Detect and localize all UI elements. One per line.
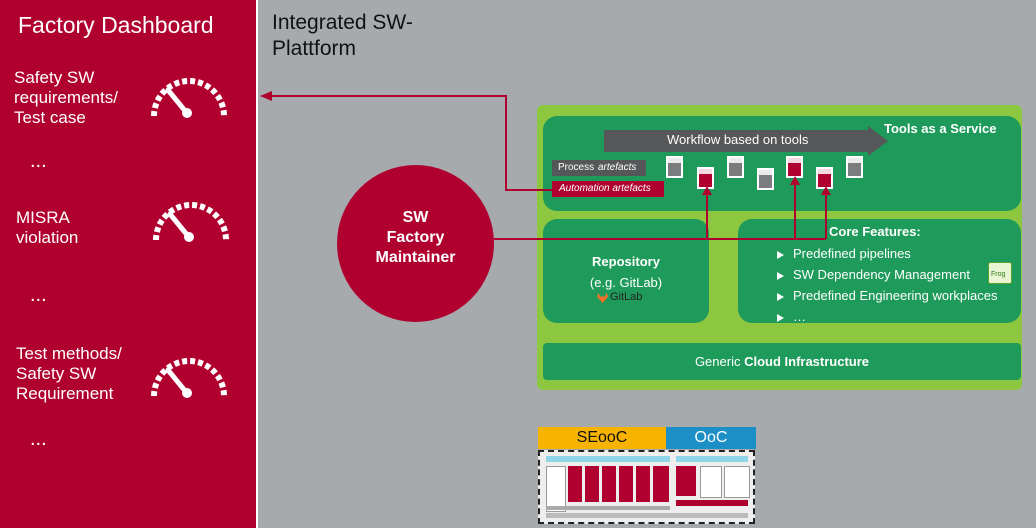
jfrog-logo-text: Frog: [991, 271, 1006, 278]
core-features-colon: :: [916, 224, 921, 239]
thumb-bar: [546, 513, 748, 518]
core-feature-item: Predefined Engineering workplaces: [777, 288, 998, 303]
architecture-thumbnail: [538, 450, 755, 524]
core-feature-label: SW Dependency Management: [793, 267, 971, 282]
jfrog-logo-icon: Frog: [988, 262, 1012, 284]
tools-as-a-service-label: Tools as a Service: [884, 121, 997, 136]
thumb-block: [653, 466, 669, 502]
bullet-triangle-icon: [777, 250, 784, 259]
speedometer-icon: [151, 358, 227, 398]
process-artefacts-prefix: Process: [558, 162, 595, 173]
cloud-infrastructure-box: [543, 343, 1021, 380]
bullet-triangle-icon: [777, 292, 784, 301]
process-artefacts-tag: Process artefacts: [552, 160, 646, 176]
core-feature-item: SW Dependency Management: [777, 267, 970, 282]
seooc-header: SEooC: [538, 427, 666, 449]
platform-title: Integrated SW- Plattform: [272, 11, 413, 60]
thumb-bar: [546, 456, 670, 462]
repository-box: [543, 219, 709, 323]
thumb-block: [724, 466, 750, 498]
thumb-block: [546, 466, 566, 512]
workflow-arrow: [604, 126, 888, 156]
arrowhead-icon: [821, 186, 831, 195]
sw-factory-maintainer-label: SW Factory Maintainer: [375, 209, 456, 266]
thumb-block: [602, 466, 616, 502]
factory-dashboard-panel: [0, 0, 256, 528]
core-features-title: Core Features:: [829, 224, 921, 239]
thumb-block: [700, 466, 722, 498]
process-document-icon: [846, 156, 863, 178]
arrowhead-icon: [702, 186, 712, 195]
ellipsis-1: ...: [30, 150, 47, 172]
bullet-triangle-icon: [777, 271, 784, 280]
arrowhead-icon: [790, 176, 800, 185]
thumb-bar: [676, 500, 748, 506]
speedometer-icon: [153, 202, 229, 242]
core-feature-item: …: [777, 309, 806, 324]
repository-subtitle: (e.g. GitLab): [589, 275, 663, 290]
metric-label-misra: MISRA violation: [16, 208, 79, 247]
arrowhead-icon: [260, 91, 272, 101]
sw-factory-maintainer-circle: [337, 165, 494, 322]
thumb-bar: [676, 456, 748, 462]
repository-title: Repository: [592, 254, 660, 269]
connector-lines: [260, 91, 831, 240]
thumb-block: [585, 466, 599, 502]
metric-label-safety-sw: Safety SW requirements/ Test case: [14, 68, 118, 127]
panel-divider: [256, 0, 258, 528]
process-document-icon: [727, 156, 744, 178]
core-feature-item: Predefined pipelines: [777, 246, 911, 261]
thumb-bar: [546, 506, 670, 510]
core-features-title-text: Core Features: [829, 224, 917, 239]
core-features-box: [738, 219, 1021, 323]
thumb-block: [568, 466, 582, 502]
gitlab-logo-text: GitLab: [610, 291, 643, 303]
feedback-connector: [270, 95, 552, 191]
cloud-prefix: Generic: [694, 354, 745, 369]
bullet-triangle-icon: [777, 313, 784, 322]
gitlab-logo-icon: [597, 293, 608, 303]
cloud-infrastructure-label: Generic Cloud Infrastructure: [543, 354, 1021, 369]
workflow-label: Workflow based on tools: [667, 132, 809, 147]
dashboard-title: Factory Dashboard: [18, 12, 214, 38]
automation-artefacts-label: Automation artefacts: [559, 183, 651, 194]
automation-document-icon: [816, 167, 833, 189]
core-feature-label: …: [793, 309, 806, 324]
thumb-block: [619, 466, 633, 502]
thumb-block: [676, 466, 696, 496]
speedometer-icon: [151, 78, 227, 118]
process-artefacts-em: artefacts: [598, 162, 637, 173]
core-feature-label: Predefined pipelines: [793, 246, 911, 261]
automation-document-icon: [697, 167, 714, 189]
ellipsis-3: ...: [30, 428, 47, 450]
core-feature-label: Predefined Engineering workplaces: [793, 288, 998, 303]
cloud-bold: Cloud Infrastructure: [744, 354, 870, 369]
ooc-header: OoC: [666, 427, 756, 449]
automation-artefacts-tag: Automation artefacts: [552, 181, 664, 197]
process-document-icon: [666, 156, 683, 178]
process-document-icon: [757, 168, 774, 190]
ellipsis-2: ...: [30, 284, 47, 306]
thumb-block: [636, 466, 650, 502]
metric-label-test-methods: Test methods/ Safety SW Requirement: [16, 344, 122, 403]
